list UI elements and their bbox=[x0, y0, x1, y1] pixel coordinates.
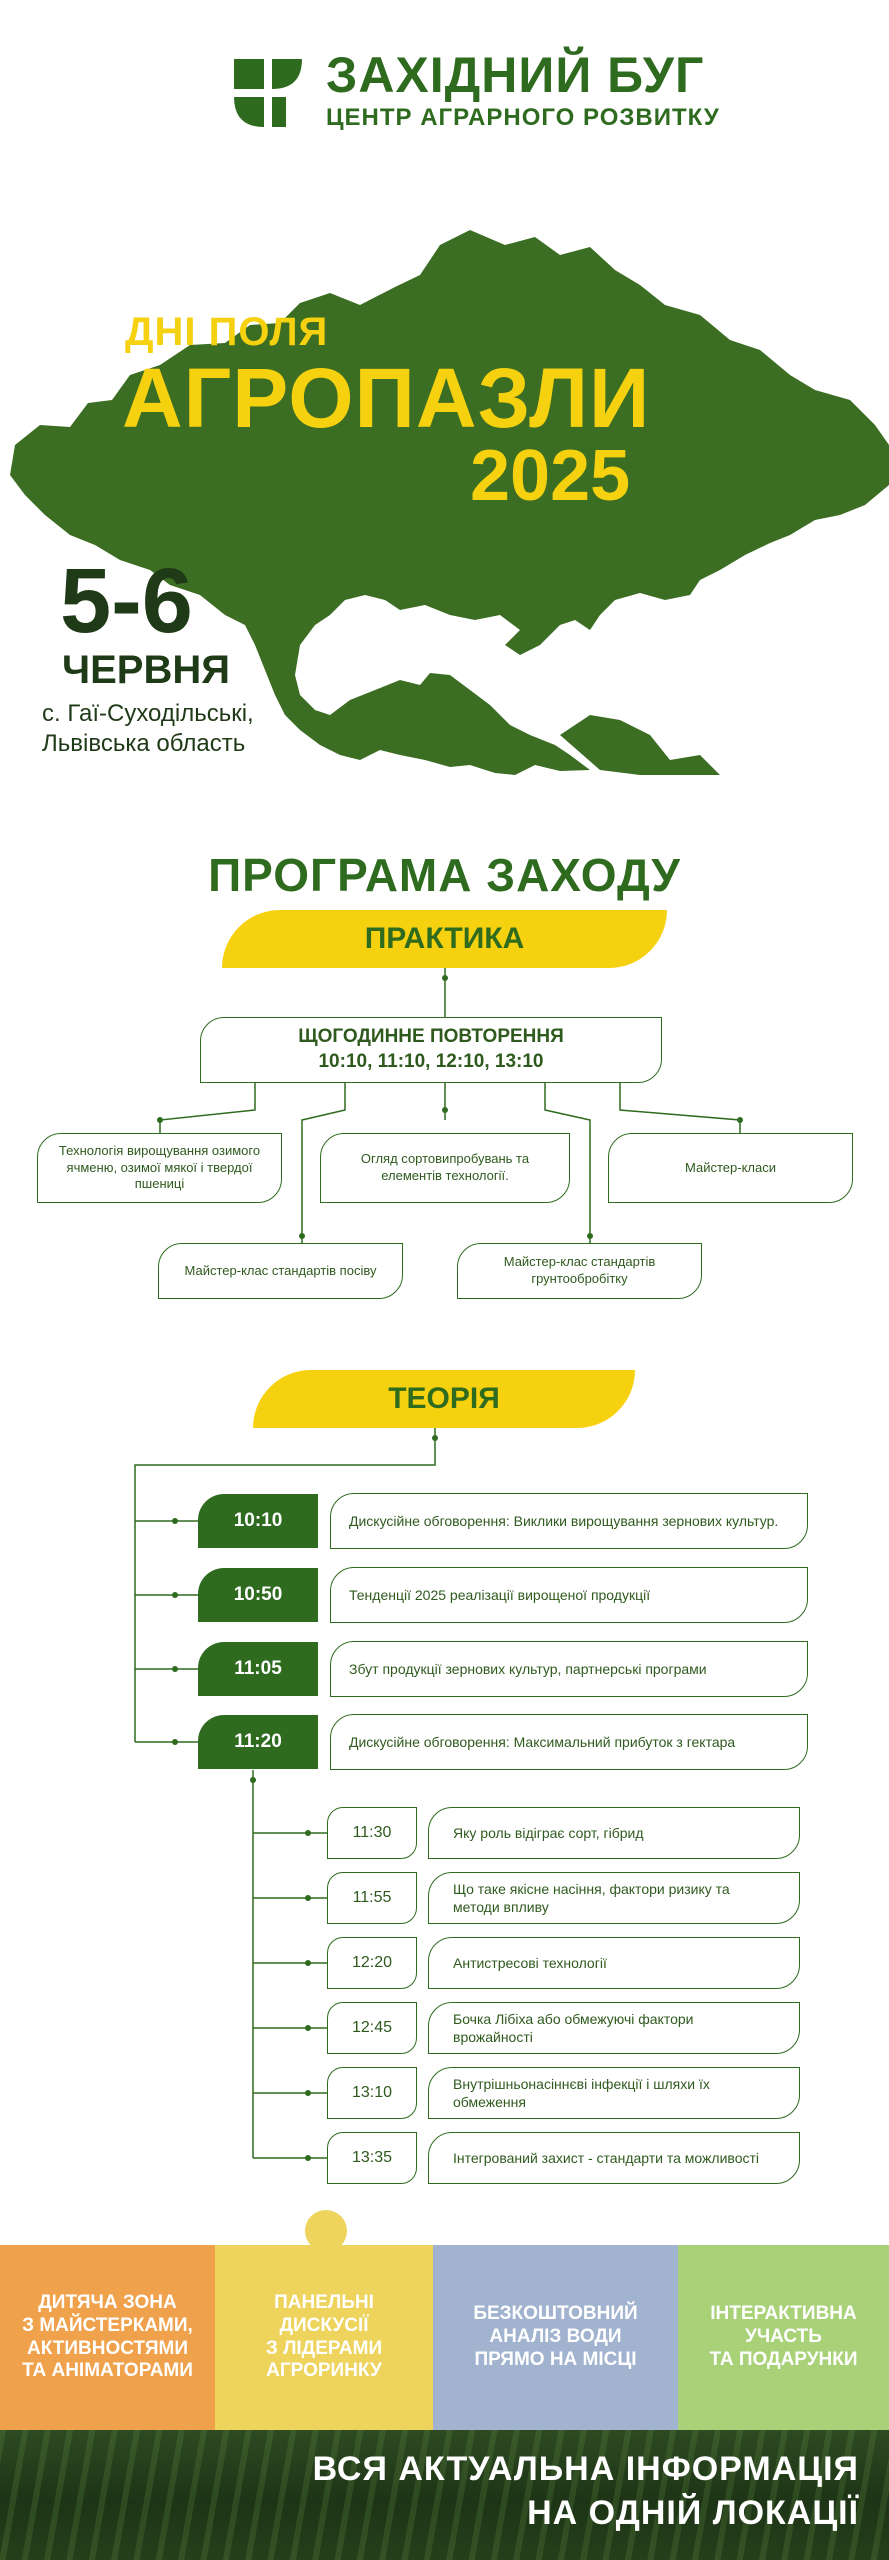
footer-headline: ВСЯ АКТУАЛЬНА ІНФОРМАЦІЯ bbox=[312, 2450, 859, 2488]
subsession-time: 13:10 bbox=[327, 2067, 417, 2119]
feature-line: УЧАСТЬ bbox=[745, 2326, 822, 2348]
feature-line: АКТИВНОСТЯМИ bbox=[26, 2337, 188, 2359]
event-month: ЧЕРВНЯ bbox=[62, 648, 230, 692]
subsession-time: 13:35 bbox=[327, 2132, 417, 2184]
subsession-text: Яку роль відіграє сорт, гібрид bbox=[428, 1807, 800, 1859]
event-place-village: с. Гаї-Суходільські, bbox=[42, 700, 254, 727]
session-time: 10:10 bbox=[198, 1494, 318, 1548]
ukraine-map bbox=[10, 230, 889, 775]
session-text: Дискусійне обговорення: Максимальний при… bbox=[330, 1714, 808, 1770]
feature-line: ТА ПОДАРУНКИ bbox=[709, 2348, 858, 2370]
brand-name: ЗАХІДНИЙ БУГ bbox=[326, 47, 705, 103]
subsession-text: Внутрішньонасіннєві інфекції і шляхи їх … bbox=[428, 2067, 800, 2119]
feature-line: ДИСКУСІЇ bbox=[279, 2314, 369, 2336]
subsession-text: Інтегрований захист - стандарти та можли… bbox=[428, 2132, 800, 2184]
practice-item: Майстер-клас стандартів посіву bbox=[158, 1243, 403, 1299]
practice-item: Технологія вирощування озимого ячменю, о… bbox=[37, 1133, 282, 1203]
event-place-region: Львівська область bbox=[42, 730, 246, 757]
session-time: 11:20 bbox=[198, 1715, 318, 1769]
event-dates: 5-6 bbox=[60, 550, 193, 652]
session-time: 10:50 bbox=[198, 1568, 318, 1622]
subsession-time: 11:55 bbox=[327, 1872, 417, 1924]
subsession-text: Бочка Лібіха або обмежуючі фактори врожа… bbox=[428, 2002, 800, 2054]
session-text: Тенденції 2025 реалізації вирощеної прод… bbox=[330, 1567, 808, 1623]
footer-field-rows bbox=[0, 2430, 889, 2560]
daily-repeat-title: ЩОГОДИННЕ ПОВТОРЕННЯ bbox=[298, 1026, 564, 1048]
feature-panel-discussions: ПАНЕЛЬНІ ДИСКУСІЇ З ЛІДЕРАМИ АГРОРИНКУ bbox=[215, 2245, 433, 2430]
feature-line: ПРЯМО НА МІСЦІ bbox=[474, 2348, 637, 2370]
feature-line: З ЛІДЕРАМИ bbox=[265, 2337, 383, 2359]
daily-repeat-times: 10:10, 11:10, 12:10, 13:10 bbox=[318, 1051, 544, 1072]
feature-line: ПАНЕЛЬНІ bbox=[274, 2291, 374, 2313]
practice-heading: ПРАКТИКА bbox=[222, 910, 667, 968]
feature-water-analysis: БЕЗКОШТОВНИЙ АНАЛІЗ ВОДИ ПРЯМО НА МІСЦІ bbox=[433, 2245, 678, 2430]
subsession-time: 11:30 bbox=[327, 1807, 417, 1859]
footer-headline: НА ОДНІЙ ЛОКАЦІЇ bbox=[527, 2494, 859, 2532]
practice-item: Майстер-класи bbox=[608, 1133, 853, 1203]
cross-leaf-icon bbox=[234, 59, 302, 127]
session-text: Збут продукції зернових культур, партнер… bbox=[330, 1641, 808, 1697]
session-text: Дискусійне обговорення: Виклики вирощува… bbox=[330, 1493, 808, 1549]
program-title: ПРОГРАМА ЗАХОДУ bbox=[208, 849, 681, 901]
subsession-time: 12:20 bbox=[327, 1937, 417, 1989]
brand-subtitle: ЦЕНТР АГРАРНОГО РОЗВИТКУ bbox=[326, 104, 720, 131]
subsession-text: Антистресові технології bbox=[428, 1937, 800, 1989]
practice-item: Майстер-клас стандартів грунтообробітку bbox=[457, 1243, 702, 1299]
practice-item: Огляд сортовипробувань та елементів техн… bbox=[320, 1133, 570, 1203]
feature-kids-zone: ДИТЯЧА ЗОНА З МАЙСТЕРКАМИ, АКТИВНОСТЯМИ … bbox=[0, 2245, 215, 2430]
hero-year: 2025 bbox=[470, 436, 631, 516]
feature-line: БЕЗКОШТОВНИЙ bbox=[473, 2303, 638, 2325]
theory-heading: ТЕОРІЯ bbox=[253, 1370, 635, 1428]
feature-line: З МАЙСТЕРКАМИ, bbox=[22, 2314, 193, 2336]
subsession-text: Що таке якісне насіння, фактори ризику т… bbox=[428, 1872, 800, 1924]
feature-line: ІНТЕРАКТИВНА bbox=[710, 2303, 857, 2325]
subsession-time: 12:45 bbox=[327, 2002, 417, 2054]
daily-repeat-box: ЩОГОДИННЕ ПОВТОРЕННЯ 10:10, 11:10, 12:10… bbox=[200, 1017, 662, 1083]
feature-line: ТА АНІМАТОРАМИ bbox=[22, 2360, 193, 2382]
footer-field-photo bbox=[0, 2430, 889, 2560]
feature-line: АГРОРИНКУ bbox=[266, 2360, 382, 2382]
session-time: 11:05 bbox=[198, 1642, 318, 1696]
feature-line: ДИТЯЧА ЗОНА bbox=[38, 2291, 177, 2313]
feature-interactive-gifts: ІНТЕРАКТИВНА УЧАСТЬ ТА ПОДАРУНКИ bbox=[678, 2245, 889, 2430]
hero-kicker: ДНІ ПОЛЯ bbox=[125, 310, 329, 354]
hero-title: АГРОПАЗЛИ bbox=[122, 351, 651, 445]
feature-line: АНАЛІЗ ВОДИ bbox=[489, 2326, 622, 2348]
